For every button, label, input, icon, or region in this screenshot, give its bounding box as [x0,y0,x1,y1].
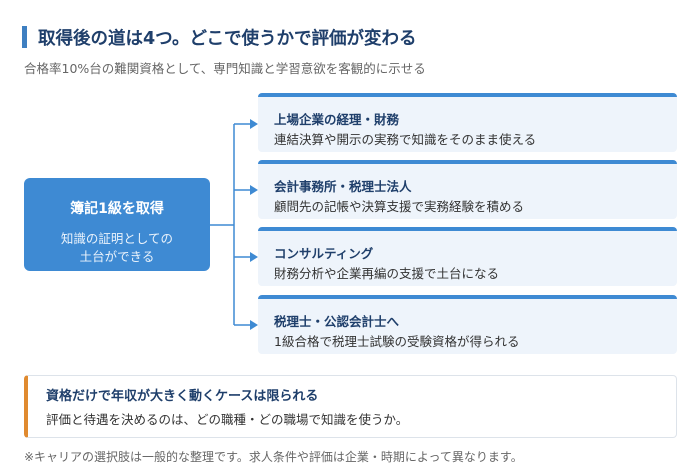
start-desc-line-1: 知識の証明としての [60,231,174,246]
path-card-description: 財務分析や企業再編の支援で土台になる [274,266,500,281]
title-accent-bar [22,26,27,48]
note-description: 評価と待遇を決めるのは、どの職種・どの職場で知識を使うか。 [46,412,409,427]
path-card-title: コンサルティング [274,246,374,261]
start-desc-line-2: 土台ができる [79,249,155,264]
footnote: ※キャリアの選択肢は一般的な整理です。求人条件や評価は企業・時期によって異なりま… [24,450,523,464]
path-card-accounting-firm: 会計事務所・税理士法人 顧問先の記帳や決算支援で実務経験を積める [258,160,677,219]
page-title: 取得後の道は4つ。どこで使うかで評価が変わる [38,29,417,49]
path-card-title: 上場企業の経理・財務 [274,112,400,127]
path-card-title: 税理士・公認会計士へ [274,314,400,329]
arrowhead-icon [250,185,258,195]
arrowhead-icon [250,252,258,262]
start-description: 知識の証明としての 土台ができる [24,230,210,266]
arrowhead-icon [250,119,258,129]
path-card-description: 1級合格で税理士試験の受験資格が得られる [274,334,520,349]
start-node: 簿記1級を取得 知識の証明としての 土台ができる [24,178,210,271]
path-card-description: 連結決算や開示の実務で知識をそのまま使える [274,132,537,147]
path-card-consulting: コンサルティング 財務分析や企業再編の支援で土台になる [258,227,677,286]
note-title: 資格だけで年収が大きく動くケースは限られる [46,389,319,404]
path-card-title: 会計事務所・税理士法人 [274,179,412,194]
page-subtitle: 合格率10%台の難関資格として、専門知識と学習意欲を客観的に示せる [24,61,426,76]
note-callout: 資格だけで年収が大きく動くケースは限られる 評価と待遇を決めるのは、どの職種・ど… [24,375,677,438]
path-card-listed-company: 上場企業の経理・財務 連結決算や開示の実務で知識をそのまま使える [258,93,677,152]
arrowhead-icon [250,320,258,330]
start-title: 簿記1級を取得 [70,201,164,217]
path-card-tax-accountant: 税理士・公認会計士へ 1級合格で税理士試験の受験資格が得られる [258,295,677,354]
path-card-description: 顧問先の記帳や決算支援で実務経験を積める [274,199,525,214]
